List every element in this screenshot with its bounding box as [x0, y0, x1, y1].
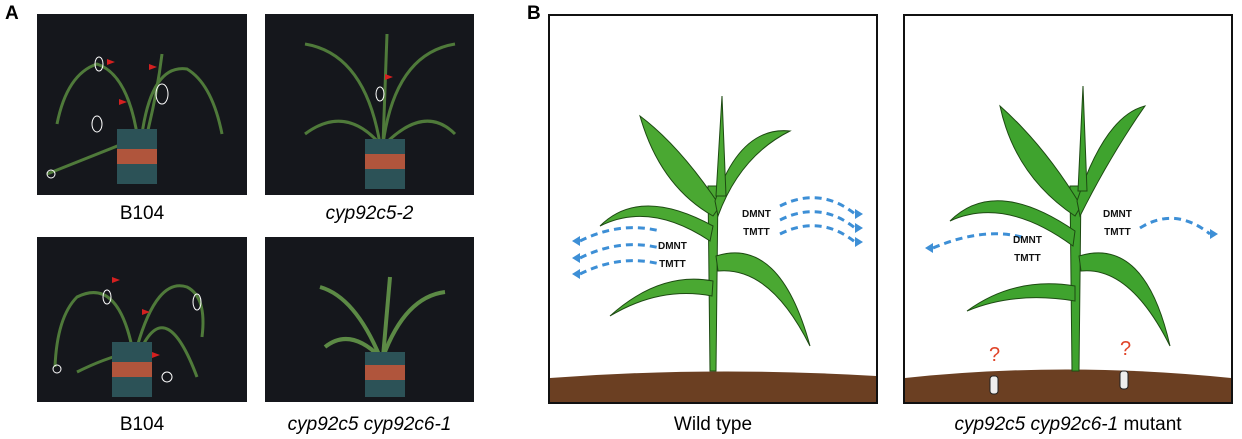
photo-cyp92c5-2	[265, 14, 474, 195]
caption-cyp92c5-cyp92c6-1: cyp92c5 cyp92c6-1	[287, 414, 452, 435]
caption-mutant-genotype: cyp92c5 cyp92c6-1	[954, 414, 1119, 435]
volatile-arrows	[932, 216, 1211, 250]
wild-type-illustration: DMNT TMTT DMNT TMTT	[548, 14, 878, 404]
question-mark-right: ?	[1120, 338, 1132, 360]
volatile-label-right: DMNT TMTT	[1103, 206, 1132, 242]
caption-mutant: cyp92c5 cyp92c6-1 mutant	[903, 414, 1233, 436]
tmtt-label: TMTT	[659, 259, 686, 270]
volatile-label-right: DMNT TMTT	[742, 206, 771, 242]
panel-b-label: B	[527, 3, 541, 24]
caption-mutant-suffix: mutant	[1118, 414, 1182, 435]
dmnt-label: DMNT	[1103, 209, 1132, 220]
tmtt-label: TMTT	[1014, 253, 1041, 264]
photo-b104-top	[37, 14, 247, 195]
plant-photo-drawing	[304, 33, 457, 189]
dmnt-label: DMNT	[658, 241, 687, 252]
soil	[550, 371, 876, 402]
mutant-illustration: DMNT TMTT DMNT TMTT ? ?	[903, 14, 1233, 404]
maize-plant-drawing	[550, 95, 876, 402]
question-mark-left: ?	[989, 344, 1001, 366]
panel-a-label: A	[5, 3, 19, 24]
volatile-label-left: DMNT TMTT	[1013, 232, 1042, 268]
caption-wild-type: Wild type	[673, 414, 753, 435]
tmtt-label: TMTT	[1104, 227, 1131, 238]
caption-b104-bottom: B104	[119, 414, 165, 435]
tmtt-label: TMTT	[743, 227, 770, 238]
volatile-arrows	[579, 196, 856, 276]
plant-photo-drawing	[319, 276, 446, 397]
caption-cyp92c5-2: cyp92c5-2	[325, 203, 414, 224]
dmnt-label: DMNT	[742, 209, 771, 220]
photo-cyp92c5-cyp92c6-1	[265, 237, 474, 402]
photo-b104-bottom	[37, 237, 247, 402]
maize-plant-drawing	[905, 85, 1231, 402]
dmnt-label: DMNT	[1013, 235, 1042, 246]
soil	[905, 369, 1231, 402]
volatile-label-left: DMNT TMTT	[658, 238, 687, 274]
plant-photo-drawing	[52, 277, 205, 397]
plant-photo-drawing	[46, 53, 224, 184]
caption-b104-top: B104	[119, 203, 165, 224]
